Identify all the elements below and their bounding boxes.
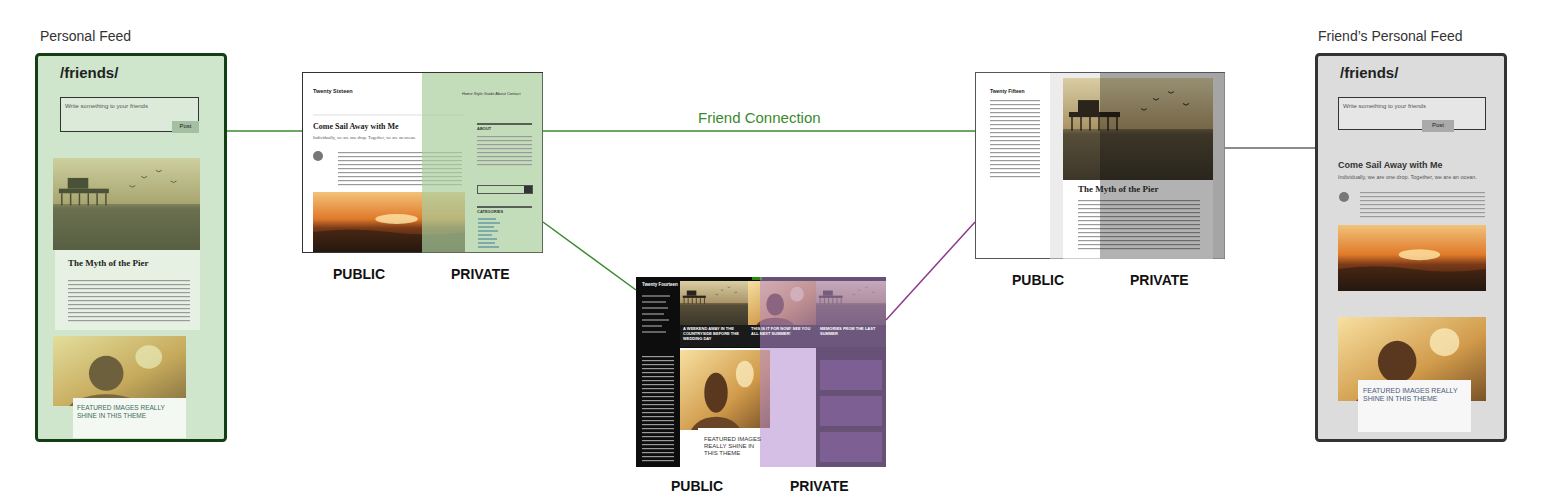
friend-connector (543, 222, 636, 290)
sunset-photo (1338, 225, 1486, 291)
tile-caption: THIS IS IT FOR NOW! SEE YOU ALL NEXT SUM… (751, 327, 815, 337)
widget-title: ABOUT (477, 127, 537, 132)
nav-menu: Home Style Guide About Contact (462, 92, 540, 97)
post-card (698, 428, 770, 467)
personal-feed: Personal Feed/friends/Write something to… (35, 28, 227, 442)
post-button (1422, 120, 1454, 132)
widget-text-lines (477, 136, 532, 166)
tile-caption: MEMORIES FROM THE LAST SUMMER (820, 327, 884, 337)
post-title: The Myth of the Pier (1078, 184, 1188, 195)
post-card (1358, 380, 1471, 432)
body-text-lines (68, 278, 190, 324)
widget-title: CATEGORIES (477, 210, 537, 215)
pier-photo (680, 281, 748, 325)
pier-photo (53, 158, 200, 250)
avatar (1339, 192, 1349, 202)
girl-photo (1338, 317, 1486, 432)
friend-connector (886, 222, 975, 320)
search-button (524, 186, 532, 193)
sidebar-menu (642, 296, 670, 332)
site-frame (976, 73, 1225, 259)
post-button: Post (172, 121, 199, 133)
post-title: Come Sail Away with Me (1338, 160, 1486, 171)
body-text-lines (1360, 192, 1485, 218)
friend-connector (1225, 147, 1315, 149)
feed-frame (1317, 55, 1506, 441)
personal-feed-screen (37, 55, 226, 441)
private-overlay (422, 73, 543, 253)
post-card: FEATURED IMAGES REALLY SHINE IN THIS THE… (1335, 317, 1487, 435)
site-title: Twenty Fourteen (642, 282, 678, 287)
site-title: Twenty Sixteen (313, 88, 413, 95)
private-overlay (760, 277, 886, 467)
region-label: PRIVATE (790, 478, 849, 495)
site-screenshot (636, 277, 886, 467)
post-title: FEATURED IMAGES REALLY SHINE IN THIS THE… (77, 404, 182, 420)
feed-heading: Personal Feed (40, 28, 220, 45)
region-label: PUBLIC (1012, 272, 1064, 289)
tile-caption: A WEEKEND AWAY IN THE COUNTRYSIDE BEFORE… (683, 327, 745, 341)
post-card: Come Sail Away with Me Individually, we a… (1335, 155, 1487, 295)
feed-title: /friends/ (60, 64, 220, 82)
region-label: PUBLIC (671, 478, 723, 495)
site-screenshot: Twenty Fourteen A WEEKEND AWAY IN THE COU… (636, 277, 886, 467)
sidebar-text-lines (642, 356, 674, 464)
post-button (172, 121, 199, 133)
sidebar-text-lines (990, 100, 1040, 180)
region-label: PRIVATE (451, 266, 510, 283)
post-title: Come Sail Away with Me (313, 122, 463, 132)
site-screenshot: Twenty SixteenHome Style Guide About Con… (302, 72, 543, 253)
site-screenshot: Twenty FifteenThe Myth of the Pier (975, 72, 1225, 259)
friend-feed-screen (1317, 55, 1506, 441)
widget-rule (477, 206, 532, 208)
region-label: PUBLIC (333, 266, 385, 283)
feed-heading: Friend’s Personal Feed (1318, 28, 1506, 45)
photo-tint (53, 336, 186, 406)
widget-rule (477, 123, 532, 125)
site-screenshot (303, 73, 543, 253)
post-card: The Myth of the Pier (53, 158, 200, 330)
post-card: FEATURED IMAGES REALLY SHINE IN THIS THE… (53, 336, 186, 438)
site-frame (303, 73, 543, 253)
site-title: Twenty Fifteen (990, 88, 1045, 94)
site-screenshot (976, 73, 1225, 259)
avatar (313, 151, 323, 161)
composer-box: Write something to your friends (1338, 97, 1486, 130)
placeholder-text: Write something to your friends (1343, 103, 1481, 110)
search-box (478, 186, 533, 194)
friend-connector (543, 130, 975, 132)
post-title: FEATURED IMAGES REALLY SHINE IN THIS THE… (1363, 387, 1466, 404)
feed-frame (37, 55, 226, 441)
private-overlay (1100, 73, 1225, 259)
composer-box: Write something to your friends (60, 97, 199, 132)
button-label: Post (172, 123, 199, 130)
placeholder-text: Write something to your friends (65, 103, 195, 110)
region-label: PRIVATE (1130, 272, 1189, 289)
feed-title: /friends/ (1340, 64, 1500, 82)
connector-label: Friend Connection (696, 109, 823, 127)
post-title: The Myth of the Pier (68, 258, 193, 269)
post-button: Post (1422, 120, 1454, 132)
post-card (55, 250, 200, 330)
photo-tint (53, 158, 200, 250)
category-links (478, 219, 500, 247)
friend-connector (227, 130, 302, 132)
site-frame (636, 277, 886, 467)
composer-box (1339, 98, 1486, 130)
post-card (73, 398, 186, 438)
button-label: Post (1422, 122, 1454, 129)
post-title: FEATURED IMAGES REALLY SHINE IN THIS THE… (704, 436, 766, 458)
friend-feed: Friend’s Personal Feed/friends/Write som… (1315, 28, 1507, 442)
content-ground (1050, 73, 1225, 259)
post-subtitle: Individually, we are one drop. Together,… (313, 135, 463, 140)
post-subtitle: Individually, we are one drop. Together,… (1338, 174, 1486, 181)
